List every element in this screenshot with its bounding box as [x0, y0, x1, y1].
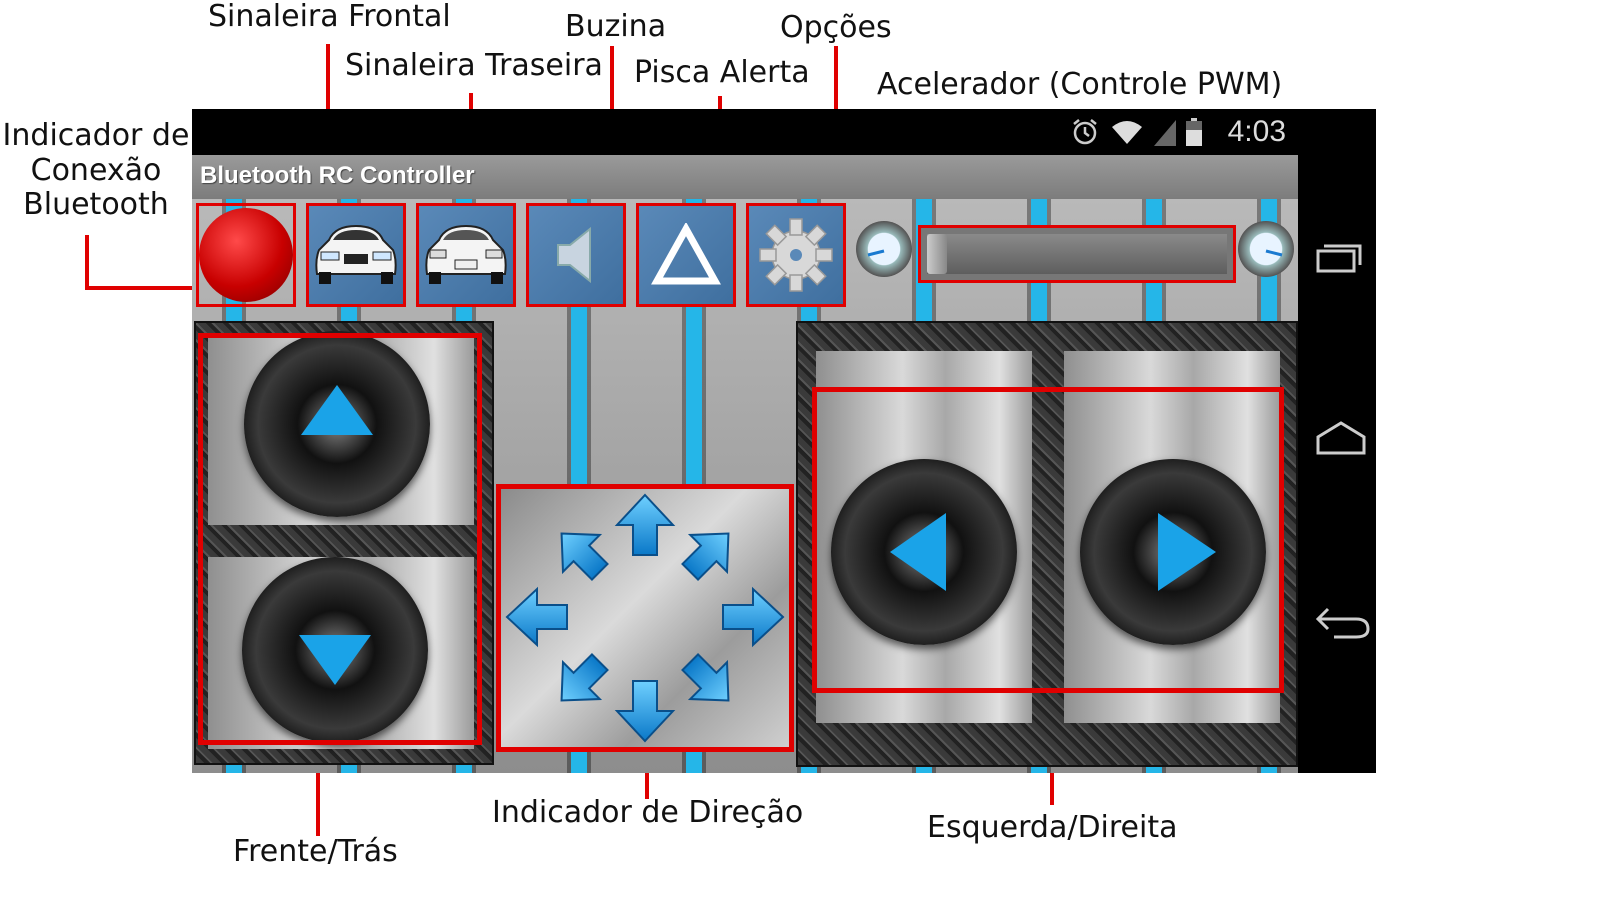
arrow-left-icon: [890, 513, 946, 591]
label-accelerator: Acelerador (Controle PWM): [877, 67, 1283, 102]
label-bt-line3: Bluetooth: [23, 187, 169, 222]
label-bt-line2: Conexão: [30, 152, 162, 188]
gear-icon: [759, 218, 833, 292]
backward-button[interactable]: [242, 557, 428, 743]
right-button[interactable]: [1080, 459, 1266, 645]
label-bt-connection: Indicador de Conexão Bluetooth: [0, 118, 192, 223]
left-button[interactable]: [831, 459, 1017, 645]
left-right-highlight: [812, 387, 1284, 693]
speaker-icon: [557, 226, 591, 284]
front-car-icon: [315, 224, 397, 284]
arrow-up-icon: [301, 385, 373, 435]
rear-light-button[interactable]: [416, 203, 516, 307]
leader-bt-h: [85, 286, 198, 290]
label-forward-back: Frente/Trás: [233, 834, 398, 869]
label-rear-light: Sinaleira Traseira: [345, 48, 603, 83]
status-time: 4:03: [1227, 115, 1286, 148]
direction-arrows-icon: [505, 493, 785, 743]
recent-apps-icon[interactable]: [1314, 237, 1364, 277]
direction-indicator: [496, 484, 794, 752]
nav-bar: [1298, 109, 1376, 773]
label-left-right: Esquerda/Direita: [927, 810, 1178, 845]
hazard-triangle-icon: [651, 223, 721, 285]
speed-high-icon: [1238, 221, 1294, 277]
accelerator-slider[interactable]: [918, 225, 1236, 283]
bluetooth-indicator[interactable]: [196, 203, 296, 307]
wifi-icon: [1112, 121, 1142, 144]
status-bar: 4:03: [192, 109, 1298, 155]
home-icon[interactable]: [1314, 419, 1368, 459]
status-icons: [1070, 117, 1202, 147]
forward-back-highlight: [198, 333, 482, 745]
leader-forward-back: [316, 756, 320, 836]
app-title-bar: Bluetooth RC Controller: [192, 155, 1298, 199]
forward-button[interactable]: [244, 331, 430, 517]
back-icon[interactable]: [1314, 603, 1372, 643]
front-light-button[interactable]: [306, 203, 406, 307]
label-hazard: Pisca Alerta: [634, 55, 810, 90]
arrow-down-icon: [299, 635, 371, 685]
speed-low-icon: [856, 221, 912, 277]
accelerator-thumb[interactable]: [927, 234, 947, 274]
horn-button[interactable]: [526, 203, 626, 307]
label-horn: Buzina: [565, 9, 667, 44]
label-bt-line1: Indicador de: [2, 118, 190, 153]
options-button[interactable]: [746, 203, 846, 307]
rear-car-icon: [425, 224, 507, 284]
label-front-light: Sinaleira Frontal: [208, 0, 451, 34]
label-direction-indicator: Indicador de Direção: [492, 795, 804, 830]
battery-icon: [1186, 118, 1202, 146]
hazard-button[interactable]: [636, 203, 736, 307]
phone-screen: 4:03 Bluetooth RC Controller: [192, 109, 1376, 773]
accelerator-track: [927, 234, 1227, 274]
signal-icon: [1154, 120, 1176, 146]
bluetooth-led: [199, 208, 293, 302]
leader-bt-v: [85, 235, 89, 289]
app-title: Bluetooth RC Controller: [200, 162, 475, 189]
controller-area: [192, 199, 1298, 773]
alarm-icon: [1073, 119, 1097, 145]
arrow-right-icon: [1158, 513, 1216, 591]
label-options: Opções: [780, 10, 892, 45]
